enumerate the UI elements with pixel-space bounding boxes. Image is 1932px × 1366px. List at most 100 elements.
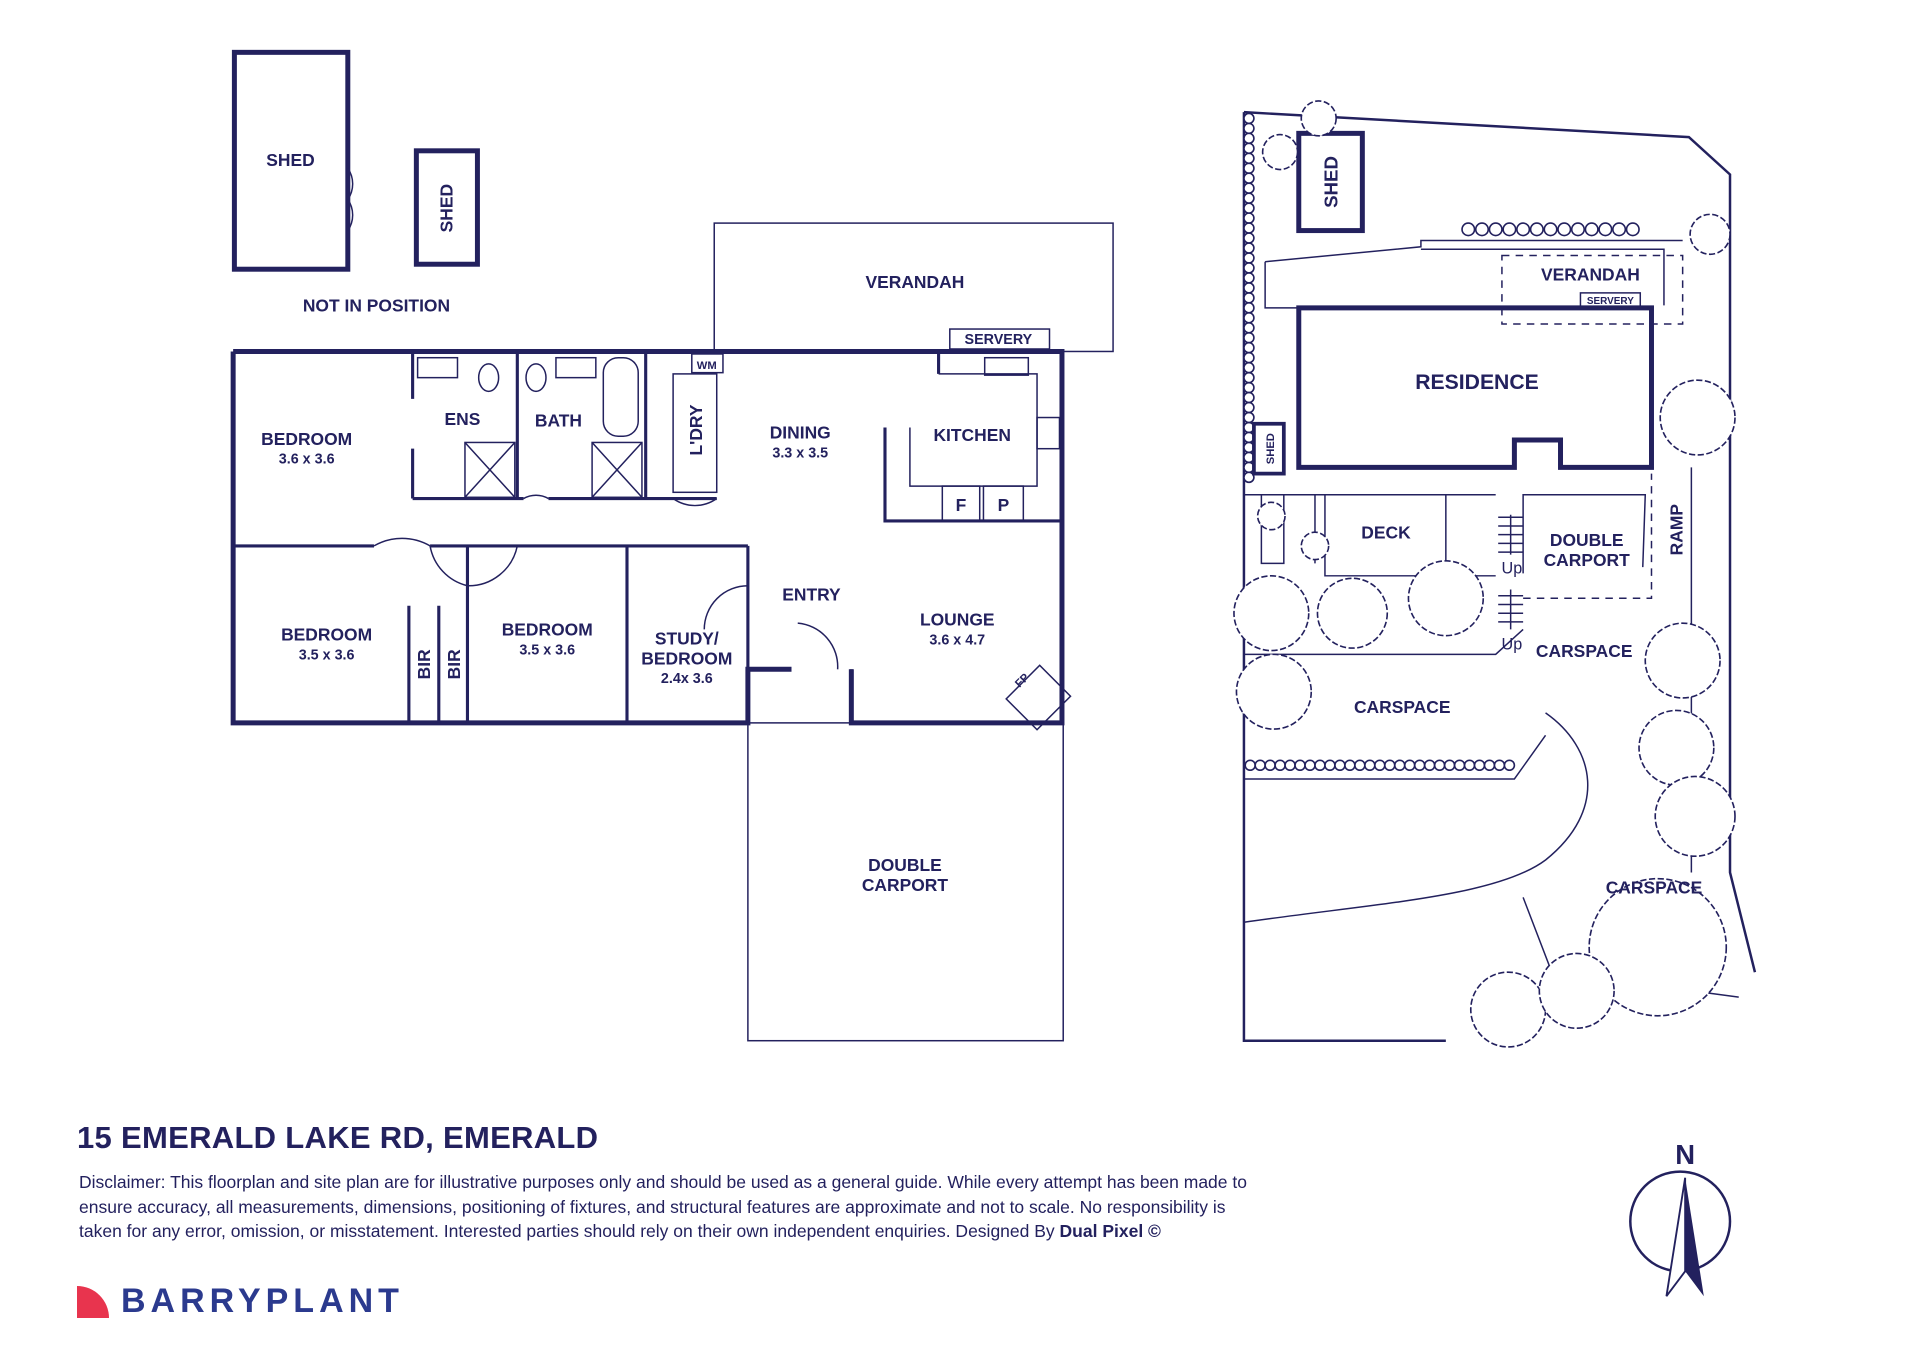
residence-label: RESIDENCE: [1415, 371, 1539, 394]
brand-name: BARRYPLANT: [121, 1282, 404, 1320]
tree: [1261, 133, 1299, 171]
hedge-shrub: [1254, 759, 1266, 772]
hedge-shrub: [1243, 182, 1255, 194]
ramp-label: RAMP: [1667, 504, 1687, 556]
bathtub: [602, 356, 639, 437]
disclaimer-text: Disclaimer: This floorplan and site plan…: [79, 1172, 1247, 1241]
hedge-shrub: [1584, 222, 1599, 237]
hedge-shrub: [1314, 759, 1326, 772]
hedge-shrub: [1413, 759, 1426, 772]
hedge-shrub: [1324, 759, 1336, 772]
bir1-label: BIR: [414, 649, 434, 679]
carspace-label-3: CARSPACE: [1606, 878, 1703, 898]
hedge-shrub: [1243, 321, 1255, 334]
study-dims: 2.4x 3.6: [661, 671, 713, 687]
hedge-shrub: [1502, 222, 1517, 237]
hedge-shrub: [1274, 759, 1286, 772]
ens-toilet: [477, 363, 500, 393]
hedge-shrub: [1243, 381, 1255, 394]
hedge-row-driveway: [1244, 759, 1516, 772]
hedge-shrub: [1243, 282, 1255, 294]
hedge-shrub: [1243, 212, 1255, 224]
brand-logo-mark-icon: [77, 1285, 109, 1318]
tree: [1644, 622, 1721, 699]
designer-credit: Dual Pixel ©: [1059, 1221, 1161, 1241]
floor-plan: SHED SHED NOT IN POSITION VERANDAH SERVE…: [230, 49, 1114, 1042]
site-carport-outline: [1523, 473, 1653, 599]
not-in-position-label: NOT IN POSITION: [303, 296, 450, 316]
steps: [1498, 514, 1524, 630]
hedge-shrub: [1493, 759, 1506, 772]
hedge-shrub: [1243, 371, 1255, 384]
lounge-label: LOUNGE: [920, 610, 995, 630]
wm-label: WM: [697, 360, 717, 372]
hedge-shrub: [1364, 759, 1376, 772]
carport-label-1: DOUBLE: [868, 855, 942, 875]
shed-small: [413, 148, 480, 267]
carport: [747, 722, 1064, 1042]
hedge-shrub: [1243, 202, 1255, 214]
hedge-shrub: [1503, 759, 1516, 772]
deck-label: DECK: [1361, 522, 1411, 542]
hedge-shrub: [1243, 292, 1255, 304]
bath-basin: [555, 356, 597, 379]
kitchen-bench: [909, 373, 1038, 487]
entry-label: ENTRY: [782, 585, 841, 605]
hedge-shrub: [1243, 252, 1255, 264]
hedge-shrub: [1354, 759, 1366, 772]
wm-box: [691, 353, 724, 374]
bedroom3-dims: 3.5 x 3.6: [519, 642, 575, 658]
hedge-shrub: [1243, 341, 1255, 354]
hedge-shrub: [1243, 192, 1255, 204]
dining-label: DINING: [770, 423, 831, 443]
hedge-shrub: [1243, 302, 1255, 314]
tree: [1469, 971, 1547, 1048]
fireplace: [1005, 664, 1072, 731]
laundry-bench: [672, 373, 718, 494]
fp-label: FP: [1013, 671, 1032, 690]
ens-shower: [464, 441, 516, 499]
north-compass-icon: N: [1629, 1139, 1732, 1297]
bedroom2-label: BEDROOM: [281, 625, 372, 645]
hedge-shrub: [1243, 132, 1255, 145]
carspace-label-1: CARSPACE: [1536, 641, 1633, 661]
hedge-shrub: [1463, 759, 1476, 772]
hedge-shrub: [1344, 759, 1356, 772]
lounge-dims: 3.6 x 4.7: [929, 632, 985, 648]
study-label-1: STUDY/: [655, 628, 719, 648]
pantry: [982, 485, 1025, 522]
carport-label-2: CARPORT: [862, 875, 949, 895]
hedge-shrub: [1243, 162, 1255, 175]
tree: [1300, 100, 1337, 137]
site-shed-small-label: SHED: [1265, 433, 1277, 464]
hedge-shrub: [1433, 759, 1446, 772]
tree: [1407, 560, 1485, 637]
path-lines: [1264, 239, 1683, 309]
bath-shower: [591, 441, 643, 499]
tree: [1659, 379, 1736, 456]
bath-label: BATH: [535, 410, 582, 430]
hedge-shrub: [1557, 222, 1572, 237]
tree: [1300, 531, 1330, 561]
verandah-label: VERANDAH: [865, 272, 964, 292]
hedge-shrub: [1243, 272, 1255, 284]
bath-toilet: [525, 363, 547, 393]
site-shed-label: SHED: [1320, 156, 1341, 208]
up-label-2: Up: [1502, 635, 1523, 653]
hedge-shrub: [1473, 759, 1486, 772]
hedge-shrub: [1264, 759, 1276, 772]
hedge-shrub: [1488, 222, 1503, 237]
hedge-shrub: [1453, 759, 1466, 772]
hedge-shrub: [1294, 759, 1306, 772]
ens-basin: [416, 356, 459, 379]
hedge-shrub: [1243, 361, 1255, 374]
carspace-label-2: CARSPACE: [1354, 697, 1451, 717]
hedge-shrub: [1243, 232, 1255, 244]
tree: [1233, 575, 1310, 652]
bedroom1-label: BEDROOM: [261, 429, 352, 449]
site-carport-label-1: DOUBLE: [1550, 530, 1624, 550]
servery-label: SERVERY: [965, 332, 1033, 348]
hedge-shrub: [1474, 222, 1490, 237]
hedge-shrub: [1243, 401, 1255, 414]
